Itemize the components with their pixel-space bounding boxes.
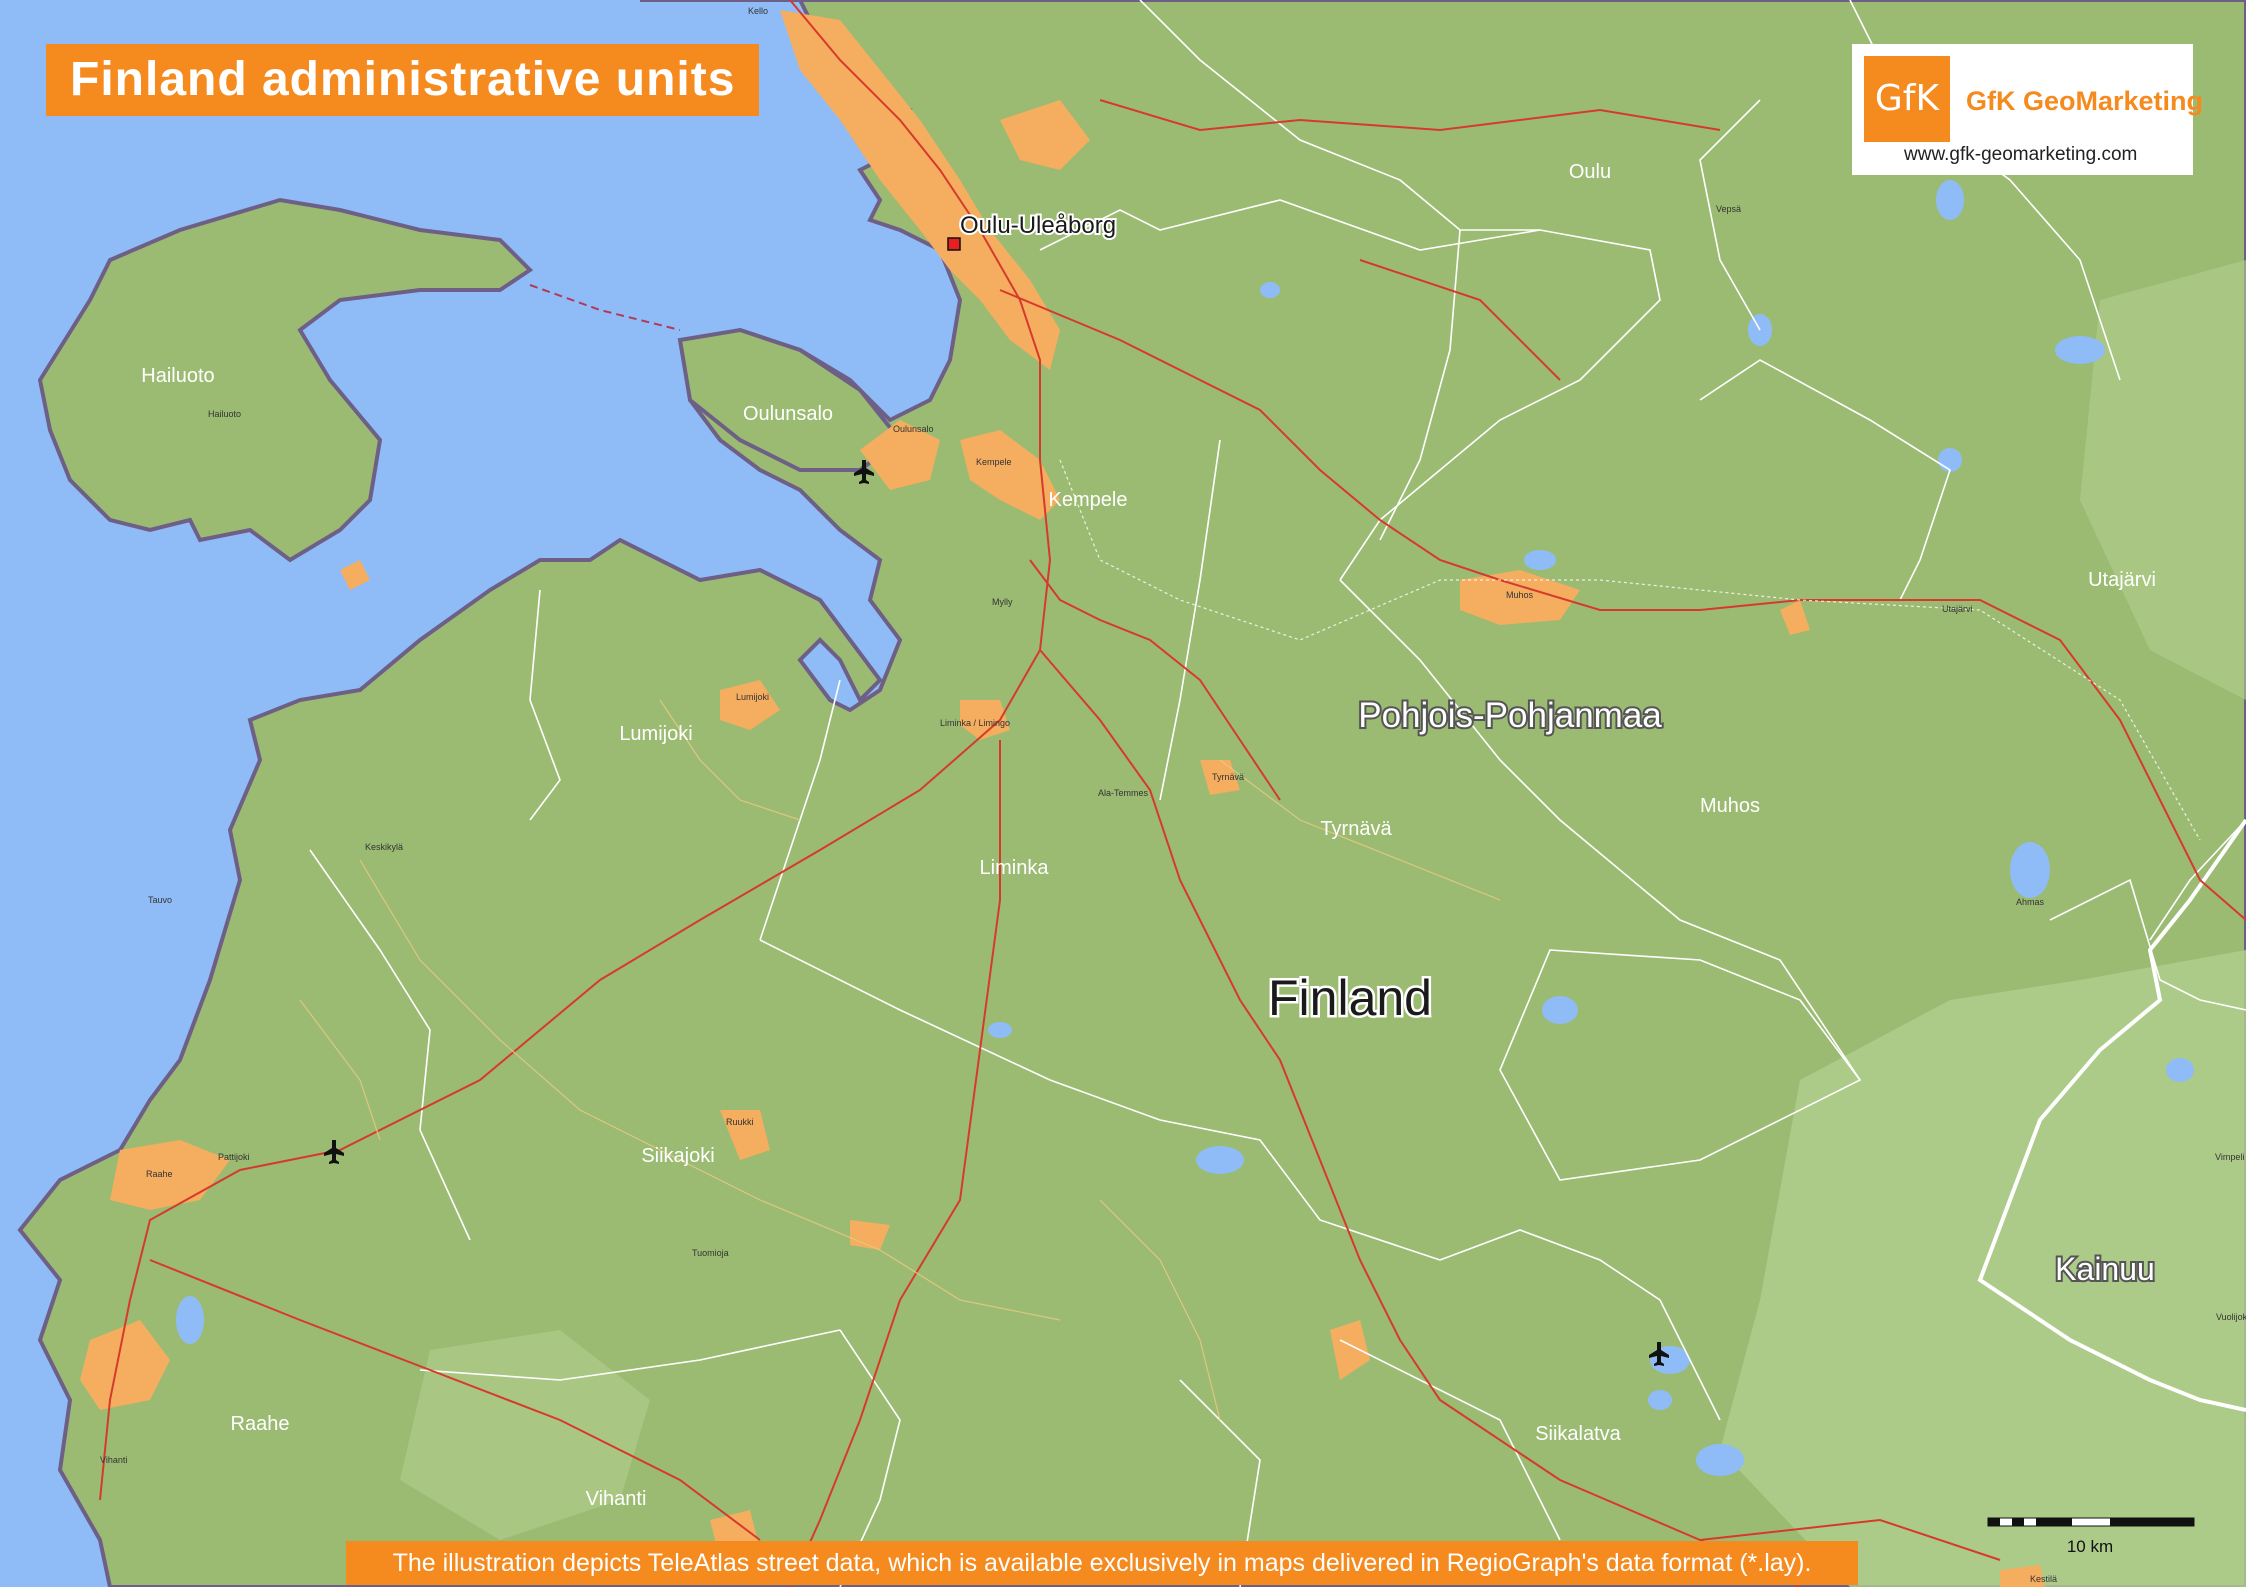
svg-text:Keskikylä: Keskikylä <box>365 842 403 852</box>
svg-text:Siikalatva: Siikalatva <box>1535 1423 1621 1445</box>
airplane-icon <box>1649 1342 1669 1366</box>
svg-text:Vihanti: Vihanti <box>586 1488 647 1510</box>
svg-text:Raahe: Raahe <box>146 1169 173 1179</box>
municipal-boundaries <box>309 0 2246 1587</box>
svg-text:Muhos: Muhos <box>1506 590 1534 600</box>
map-title: Finland administrative units <box>46 44 760 116</box>
svg-text:Tuomioja: Tuomioja <box>692 1248 729 1258</box>
airplane-icon <box>324 1140 344 1164</box>
svg-text:Raahe: Raahe <box>231 1413 290 1435</box>
municipality-labels: Oulu Hailuoto Oulunsalo Kempele Utajärvi… <box>141 161 2156 1510</box>
svg-text:Tyrnävä: Tyrnävä <box>1320 818 1392 840</box>
logo-name: GfK GeoMarketing <box>1966 86 2204 116</box>
red-square-icon <box>947 237 961 251</box>
svg-text:Ruukki: Ruukki <box>726 1117 754 1127</box>
logo-panel[interactable]: GfK GfK GeoMarketing www.gfk-geomarketin… <box>1852 44 2203 175</box>
svg-text:Kello: Kello <box>748 6 768 16</box>
region-label-pohjois-pohjanmaa: Pohjois-Pohjanmaa <box>1358 696 1662 735</box>
railway <box>1059 459 2201 841</box>
small-place-labels: Kello Hailuoto Oulunsalo Kempele Muhos U… <box>100 6 2246 1584</box>
svg-text:Oulunsalo: Oulunsalo <box>893 424 934 434</box>
main-roads <box>99 0 2246 1587</box>
svg-text:Utajärvi: Utajärvi <box>2088 569 2156 591</box>
svg-text:Liminka / Limingo: Liminka / Limingo <box>940 718 1010 728</box>
svg-text:Ala-Temmes: Ala-Temmes <box>1098 788 1149 798</box>
footer-notice: The illustration depicts TeleAtlas stree… <box>346 1541 1858 1585</box>
svg-text:Siikajoki: Siikajoki <box>641 1145 714 1167</box>
svg-text:Vuolijoki: Vuolijoki <box>2216 1312 2246 1322</box>
airplane-icon <box>854 460 874 484</box>
svg-text:Kestilä: Kestilä <box>2030 1574 2057 1584</box>
gfk-logo-icon: GfK <box>1864 56 1950 142</box>
svg-text:Hailuoto: Hailuoto <box>141 365 214 387</box>
logo-url-link[interactable]: www.gfk-geomarketing.com <box>1904 144 2138 165</box>
svg-text:Lumijoki: Lumijoki <box>736 692 769 702</box>
urban-areas <box>80 10 2045 1587</box>
svg-text:Tyrnävä: Tyrnävä <box>1212 772 1244 782</box>
svg-text:Ahmas: Ahmas <box>2016 897 2045 907</box>
svg-text:Hailuoto: Hailuoto <box>208 409 241 419</box>
secondary-roads <box>299 699 1501 1421</box>
svg-text:Vihanti: Vihanti <box>100 1455 127 1465</box>
svg-text:Kempele: Kempele <box>976 457 1012 467</box>
scale-bar: 10 km <box>1987 1517 2195 1556</box>
inland-light-area-2 <box>2080 260 2246 700</box>
svg-text:Liminka: Liminka <box>980 857 1050 879</box>
svg-text:Vimpeli: Vimpeli <box>2215 1152 2244 1162</box>
svg-text:Oulunsalo: Oulunsalo <box>743 403 833 425</box>
svg-text:Muhos: Muhos <box>1700 795 1760 817</box>
mainland <box>17 0 2246 1587</box>
region-boundary <box>1977 818 2246 1412</box>
svg-text:10 km: 10 km <box>2067 1537 2113 1556</box>
svg-text:Utajärvi: Utajärvi <box>1942 604 1973 614</box>
country-label: Finland <box>1268 970 1432 1026</box>
svg-text:Lumijoki: Lumijoki <box>619 723 692 745</box>
svg-text:Vepsä: Vepsä <box>1716 204 1741 214</box>
region-label-kainuu: Kainuu <box>2055 1251 2155 1287</box>
svg-text:Oulu: Oulu <box>1569 161 1611 183</box>
svg-text:Pattijoki: Pattijoki <box>218 1152 250 1162</box>
svg-text:Mylly: Mylly <box>992 597 1013 607</box>
city-label: Oulu-Uleåborg <box>960 212 1116 239</box>
hailuoto-island <box>37 197 534 563</box>
svg-text:Kempele: Kempele <box>1049 489 1128 511</box>
svg-text:Tauvo: Tauvo <box>148 895 172 905</box>
